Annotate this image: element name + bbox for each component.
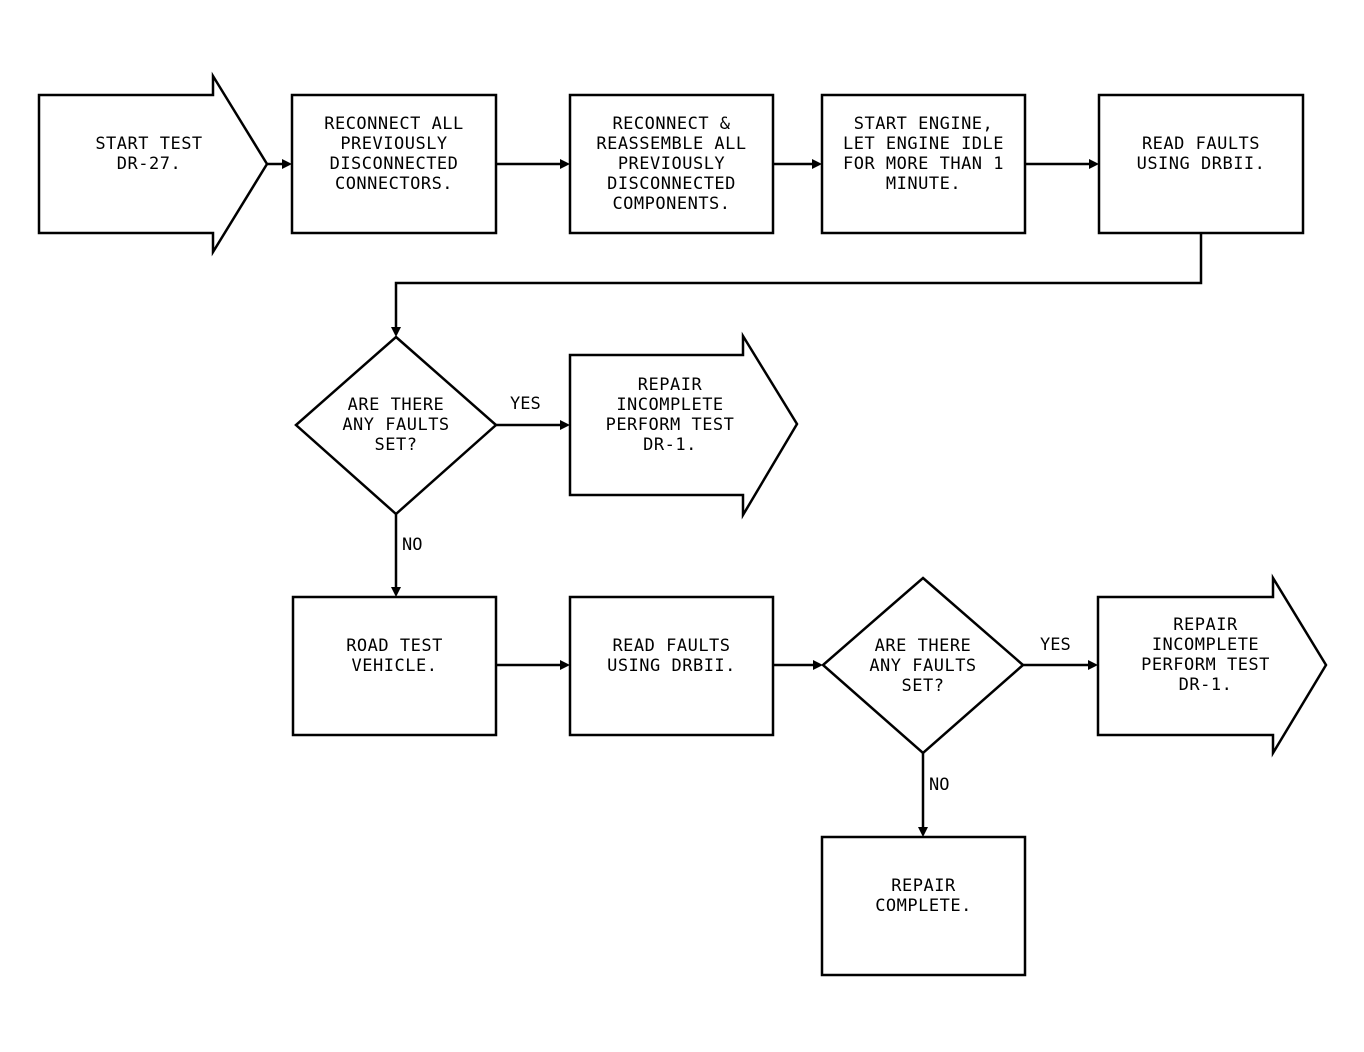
arrowhead-1 xyxy=(282,159,292,169)
reconnect-components-box xyxy=(568,93,775,235)
arrowhead-yes-2 xyxy=(1088,660,1098,670)
start-engine-box xyxy=(820,93,1027,235)
arrowhead-3 xyxy=(812,159,822,169)
arrowhead-no-1 xyxy=(391,587,401,597)
connector-5 xyxy=(394,233,1203,329)
repair-incomplete-arrow-1 xyxy=(568,331,799,520)
yes-label-2: YES xyxy=(1040,635,1071,655)
start-test-arrow xyxy=(37,71,269,257)
read-faults-box-2 xyxy=(568,595,775,737)
arrowhead-5 xyxy=(391,327,401,337)
read-faults-box-1 xyxy=(1097,93,1305,235)
arrowhead-yes-1 xyxy=(560,420,570,430)
no-label-2: NO xyxy=(929,775,950,795)
yes-label-1: YES xyxy=(510,394,541,414)
arrowhead-7 xyxy=(813,660,823,670)
arrowhead-no-2 xyxy=(918,827,928,837)
repair-complete-box xyxy=(820,835,1027,977)
reconnect-connectors-box xyxy=(290,93,498,235)
road-test-box xyxy=(291,595,498,737)
repair-incomplete-arrow-2 xyxy=(1096,573,1328,758)
no-label-1: NO xyxy=(402,535,423,555)
arrowhead-2 xyxy=(560,159,570,169)
arrowhead-4 xyxy=(1089,159,1099,169)
faults-decision-2 xyxy=(821,576,1025,755)
faults-decision-1 xyxy=(294,335,498,516)
arrowhead-6 xyxy=(560,660,570,670)
